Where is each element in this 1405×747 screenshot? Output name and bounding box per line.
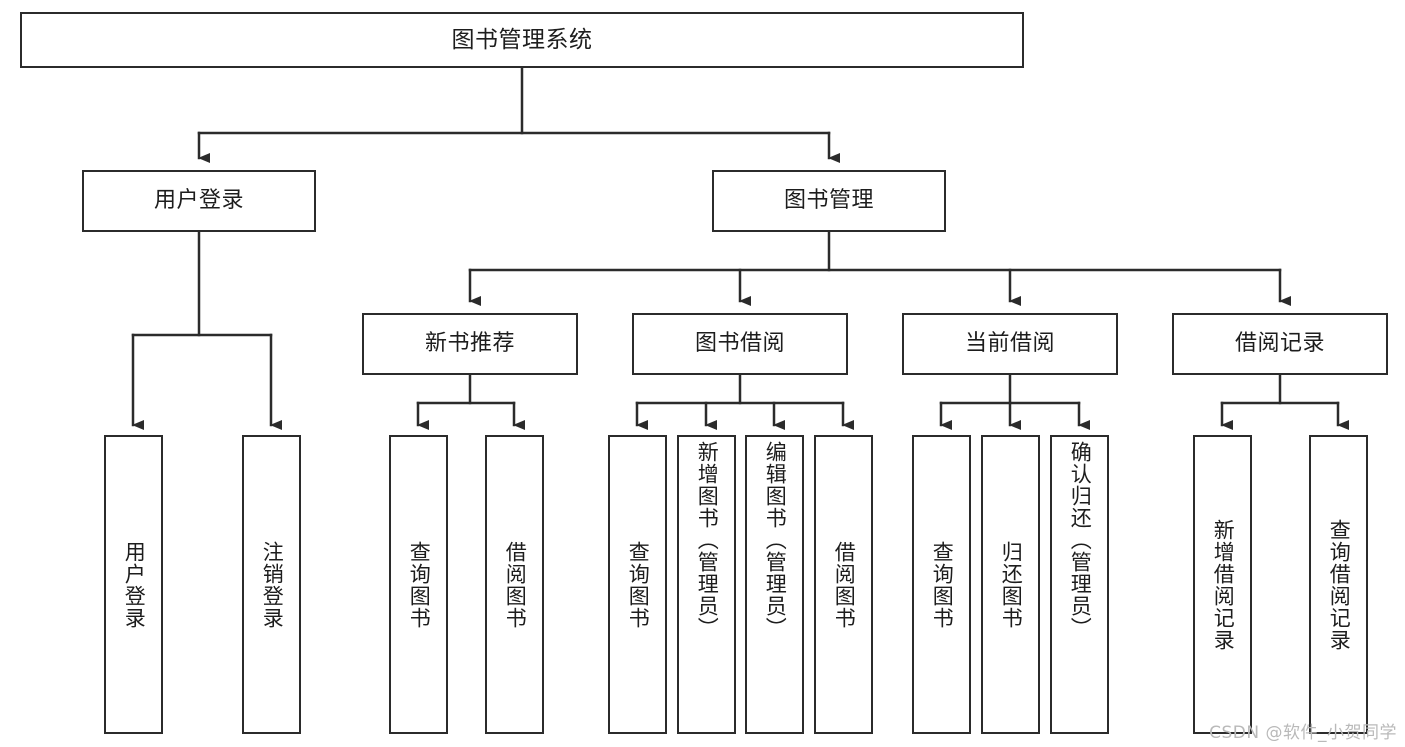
leaf-borrow-borrow-book[interactable]: 借阅图书 [814,435,873,734]
leaf-borrow-add-book-admin[interactable]: 新增图书（管理员） [677,435,736,734]
leaf-user-login-login[interactable]: 用户登录 [104,435,163,734]
node-user-login[interactable]: 用户登录 [82,170,316,232]
leaf-current-return-book[interactable]: 归还图书 [981,435,1040,734]
node-new-book-recommend[interactable]: 新书推荐 [362,313,578,375]
node-book-management-label: 图书管理 [783,188,874,213]
leaf-record-add-record-label: 新增借阅记录 [1211,518,1236,651]
leaf-current-query-book-label: 查询图书 [930,540,955,629]
leaf-borrow-borrow-book-label: 借阅图书 [832,540,857,629]
leaf-new-book-query-label: 查询图书 [407,540,432,629]
leaf-new-book-borrow-label: 借阅图书 [503,540,528,629]
node-borrow-record[interactable]: 借阅记录 [1172,313,1388,375]
node-user-login-label: 用户登录 [153,188,244,213]
leaf-user-login-logout-label: 注销登录 [260,540,285,629]
leaf-user-login-logout[interactable]: 注销登录 [242,435,301,734]
leaf-record-query-record-label: 查询借阅记录 [1327,518,1352,651]
leaf-borrow-query-book-label: 查询图书 [626,540,651,629]
leaf-record-query-record[interactable]: 查询借阅记录 [1309,435,1368,734]
leaf-current-confirm-return-admin-label: 确认归还（管理员） [1068,441,1093,639]
node-book-management[interactable]: 图书管理 [712,170,946,232]
leaf-record-add-record[interactable]: 新增借阅记录 [1193,435,1252,734]
node-root-label: 图书管理系统 [451,26,593,53]
leaf-new-book-borrow[interactable]: 借阅图书 [485,435,544,734]
node-book-borrow[interactable]: 图书借阅 [632,313,848,375]
node-current-borrow[interactable]: 当前借阅 [902,313,1118,375]
node-new-book-recommend-label: 新书推荐 [424,331,515,356]
leaf-user-login-login-label: 用户登录 [122,540,147,629]
leaf-current-confirm-return-admin[interactable]: 确认归还（管理员） [1050,435,1109,734]
leaf-borrow-add-book-admin-label: 新增图书（管理员） [695,441,720,639]
node-borrow-record-label: 借阅记录 [1234,331,1325,356]
leaf-borrow-edit-book-admin[interactable]: 编辑图书（管理员） [745,435,804,734]
csdn-watermark: CSDN @软件_小贺同学 [1209,723,1397,743]
leaf-borrow-edit-book-admin-label: 编辑图书（管理员） [763,441,788,639]
leaf-borrow-query-book[interactable]: 查询图书 [608,435,667,734]
leaf-current-return-book-label: 归还图书 [999,540,1024,629]
node-current-borrow-label: 当前借阅 [964,331,1055,356]
leaf-current-query-book[interactable]: 查询图书 [912,435,971,734]
node-book-borrow-label: 图书借阅 [694,331,785,356]
leaf-new-book-query[interactable]: 查询图书 [389,435,448,734]
node-root-book-management-system[interactable]: 图书管理系统 [20,12,1024,68]
